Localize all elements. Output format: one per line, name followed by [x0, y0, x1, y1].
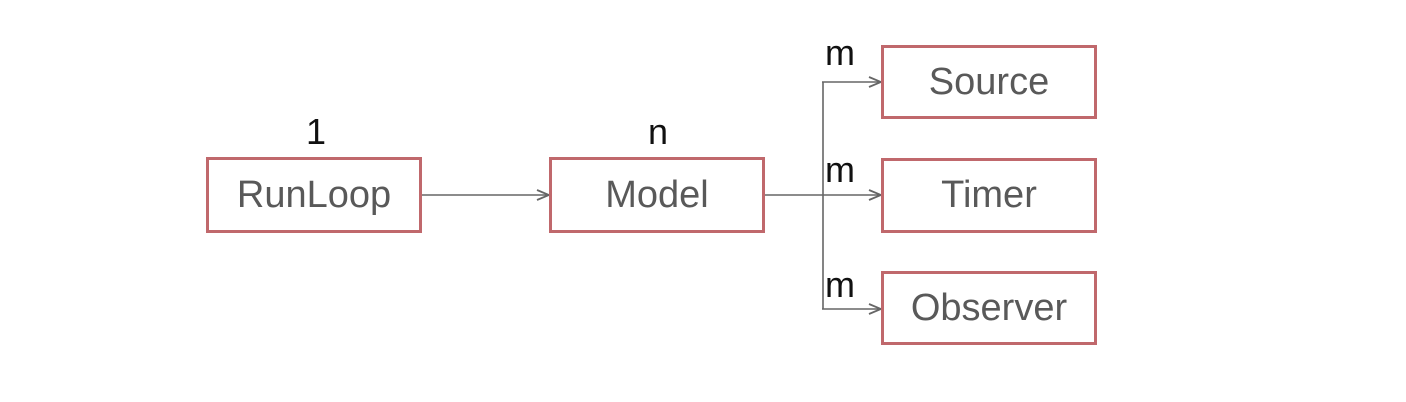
model-multiplicity: n — [648, 111, 669, 152]
source-box: Source — [881, 45, 1097, 119]
timer-label: Timer — [941, 174, 1037, 216]
timer-multiplicity: m — [825, 149, 855, 190]
source-label: Source — [928, 60, 1050, 103]
model-label: Model — [605, 173, 709, 216]
model-box: Model — [549, 157, 765, 233]
observer-label: Observer — [910, 286, 1068, 329]
observer-multiplicity: m — [825, 264, 855, 305]
runloop-box: RunLoop — [206, 157, 422, 233]
source-multiplicity: m — [825, 32, 855, 73]
observer-box: Observer — [881, 271, 1097, 345]
runloop-multiplicity: 1 — [306, 111, 327, 152]
timer-box: Timer — [881, 158, 1097, 233]
runloop-label: RunLoop — [236, 173, 392, 216]
